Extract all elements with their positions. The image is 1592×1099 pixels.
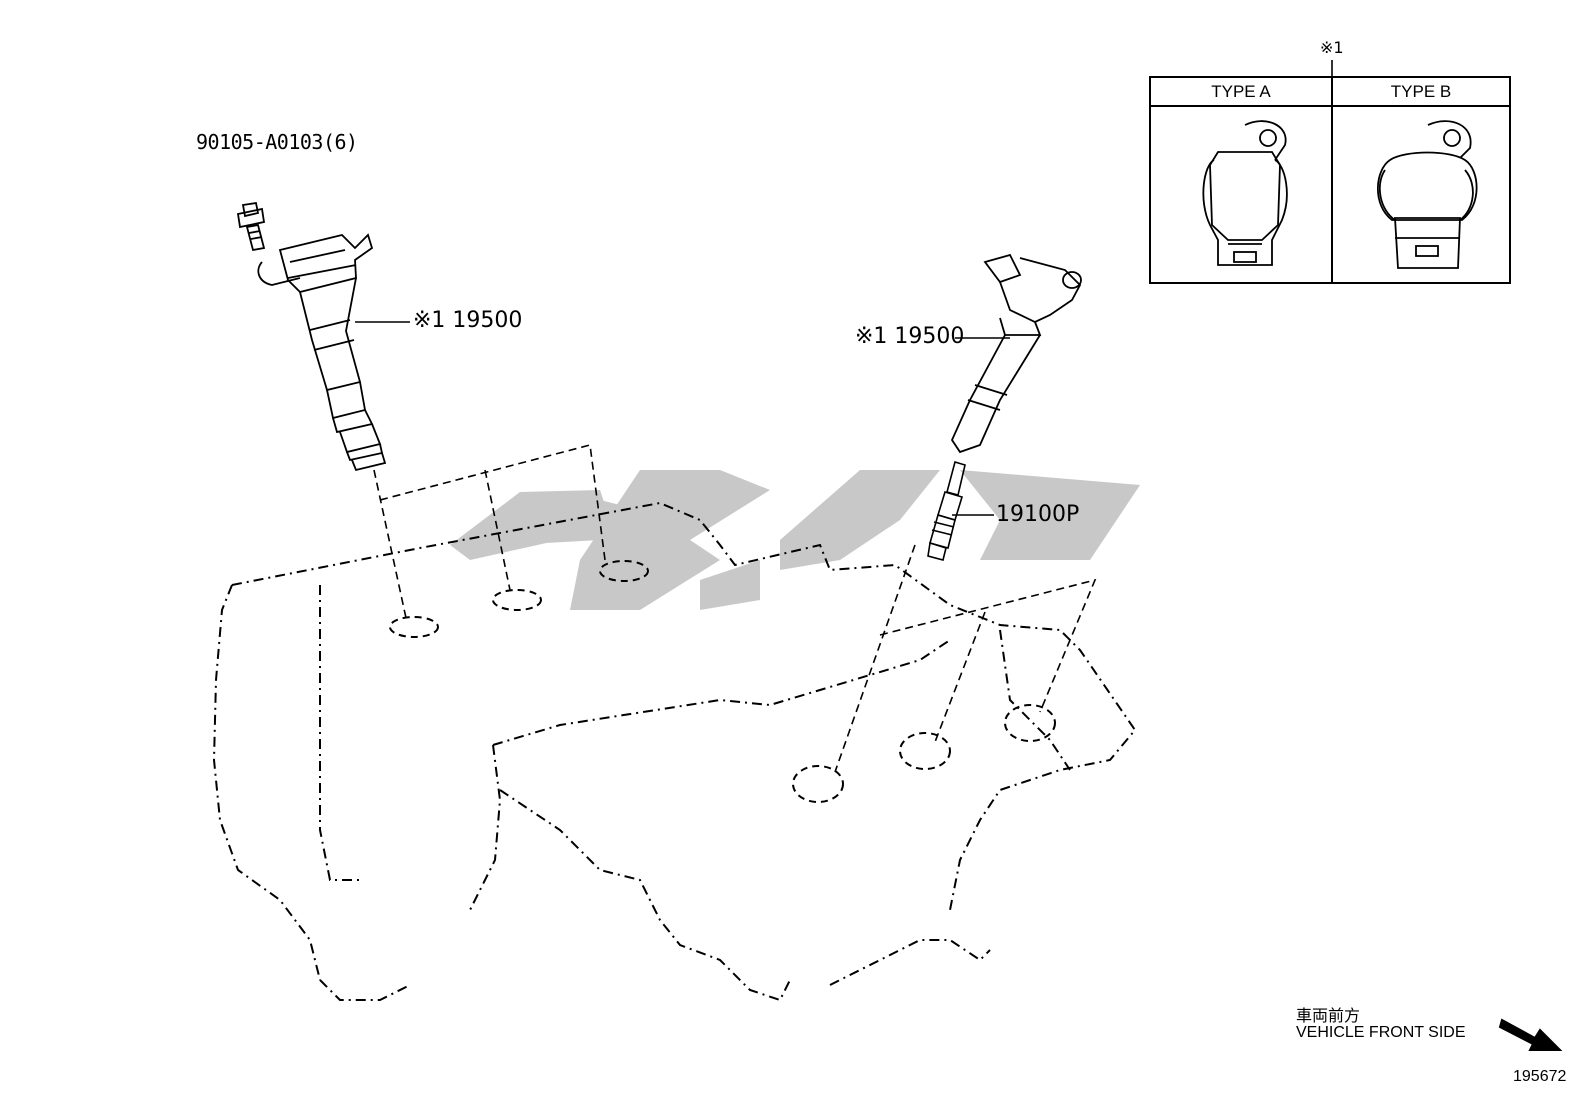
type-table: TYPE A TYPE B: [1149, 76, 1511, 284]
spark-plug-part-number: 19100P: [996, 502, 1080, 527]
type-b-header: TYPE B: [1333, 78, 1509, 107]
type-a-coil-illustration: [1202, 120, 1288, 266]
type-b-coil-illustration: [1377, 120, 1478, 269]
spark-plug-holes: [389, 560, 1056, 803]
spark-plug-part: [927, 460, 966, 561]
type-a-header: TYPE A: [1151, 78, 1331, 107]
type-a-column: TYPE A: [1151, 78, 1333, 282]
left-ignition-coil: [257, 233, 387, 472]
right-ignition-coil: [950, 253, 1082, 454]
vehicle-front-arrow: [1498, 1018, 1563, 1051]
vehicle-front-japanese: 車両前方: [1296, 1008, 1361, 1025]
figure-number: 195672: [1513, 1068, 1567, 1085]
type-b-column: TYPE B: [1333, 78, 1509, 282]
right-coil-part-number: ※1 19500: [855, 324, 965, 349]
watermark-logo: [450, 470, 1140, 610]
bolt-part: [236, 201, 266, 252]
assembly-leader-lines: [373, 443, 1097, 773]
type-table-marker: ※1: [1320, 38, 1344, 57]
left-coil-part-number: ※1 19500: [413, 308, 523, 333]
engine-outline: [212, 501, 1137, 1002]
vehicle-front-english: VEHICLE FRONT SIDE: [1296, 1024, 1466, 1041]
callout-leaders: [355, 60, 1333, 516]
bolt-part-number: 90105-A0103(6): [196, 130, 358, 154]
